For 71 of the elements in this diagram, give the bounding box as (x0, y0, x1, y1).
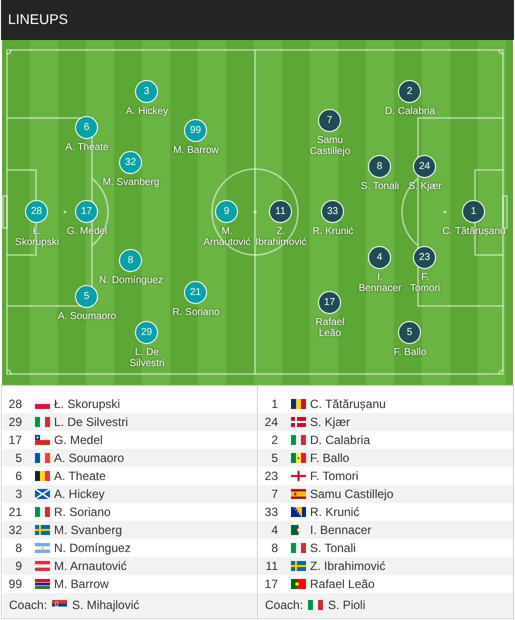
player-name: Ł. Skorupski (54, 397, 120, 411)
shirt-number: 33 (264, 505, 278, 519)
player-name: M. Barrow (54, 577, 109, 591)
player-name: G. Medel (66, 226, 108, 237)
player-name: F. Ballo (310, 451, 350, 465)
player-name: Samu Castillejo (308, 135, 352, 157)
shirt-number: 28 (8, 397, 22, 411)
player-name: I. Bennacer (358, 272, 402, 294)
player-name: G. Medel (54, 433, 103, 447)
shirt-number: 9 (15, 559, 22, 573)
player-name: F. Ballo (394, 347, 426, 358)
player-name: S. Kjær (310, 415, 350, 429)
player-name: L. De Silvestri (54, 415, 128, 429)
player-name: F. Tomori (310, 469, 358, 483)
player-name: F. Tomori (408, 272, 441, 294)
player-name: A. Theate (54, 469, 106, 483)
player-name: I. Bennacer (310, 523, 372, 537)
player-name: L. De Silvestri (128, 347, 166, 369)
player-name: A. Soumaoro (54, 451, 124, 465)
player-name: D. Calabria (310, 433, 370, 447)
panel-title: LINEUPS (8, 11, 68, 28)
shirt-number: 29 (8, 415, 22, 429)
player-name: M. Svanberg (54, 523, 122, 537)
coach-name: S. Pioli (328, 598, 366, 612)
player-name: S. Tonali (310, 541, 356, 555)
player-name: M. Arnautović (202, 226, 252, 248)
shirt-number: 24 (264, 415, 278, 429)
shirt-number: 23 (264, 469, 278, 483)
player-name: A. Theate (65, 142, 109, 153)
shirt-number: 99 (8, 577, 22, 591)
player-name: Ł. Skorupski (14, 226, 60, 248)
player-name: Z. Ibrahimović (310, 559, 386, 573)
player-name: Rafael Leão (314, 317, 346, 339)
shirt-number: 11 (266, 559, 278, 573)
shirt-number: 6 (15, 469, 22, 483)
shirt-number: 4 (271, 523, 278, 537)
player-name: A. Hickey (126, 106, 168, 117)
player-name: M. Svanberg (102, 177, 160, 188)
player-name: A. Hickey (54, 487, 105, 501)
shirt-number: 5 (271, 451, 278, 465)
shirt-number: 7 (271, 487, 278, 501)
player-name: S. Kjær (408, 181, 442, 192)
player-name: C. Tătărușanu (310, 397, 386, 411)
shirt-number: 2 (271, 433, 278, 447)
player-name: R. Krunić (312, 226, 354, 237)
shirt-number: 5 (15, 451, 22, 465)
shirt-number: 21 (8, 505, 22, 519)
player-name: S. Tonali (360, 181, 400, 192)
coach-label: Coach: (9, 598, 48, 612)
coach-label: Coach: (265, 598, 304, 612)
player-name: A. Soumaoro (58, 311, 116, 322)
shirt-number: 8 (271, 541, 278, 555)
player-name: Samu Castillejo (310, 487, 394, 501)
player-name: N. Domínguez (54, 541, 131, 555)
player-name: C. Tătărușanu (442, 226, 506, 237)
player-name: R. Soriano (172, 307, 220, 318)
coach-name: S. Mihajlović (72, 598, 140, 612)
shirt-number: 1 (271, 397, 278, 411)
player-name: Rafael Leão (310, 577, 375, 591)
shirt-number: 32 (8, 523, 22, 537)
player-name: Z. Ibrahimović (255, 226, 307, 248)
player-name: N. Domínguez (99, 275, 163, 286)
player-name: M. Arnautović (54, 559, 127, 573)
shirt-number: 17 (8, 433, 22, 447)
player-name: R. Krunić (310, 505, 360, 519)
shirt-number: 8 (15, 541, 22, 555)
player-name: R. Soriano (54, 505, 111, 519)
player-name: M. Barrow (173, 145, 219, 156)
shirt-number: 3 (15, 487, 22, 501)
player-name: D. Calabria (384, 106, 436, 117)
shirt-number: 17 (264, 577, 278, 591)
